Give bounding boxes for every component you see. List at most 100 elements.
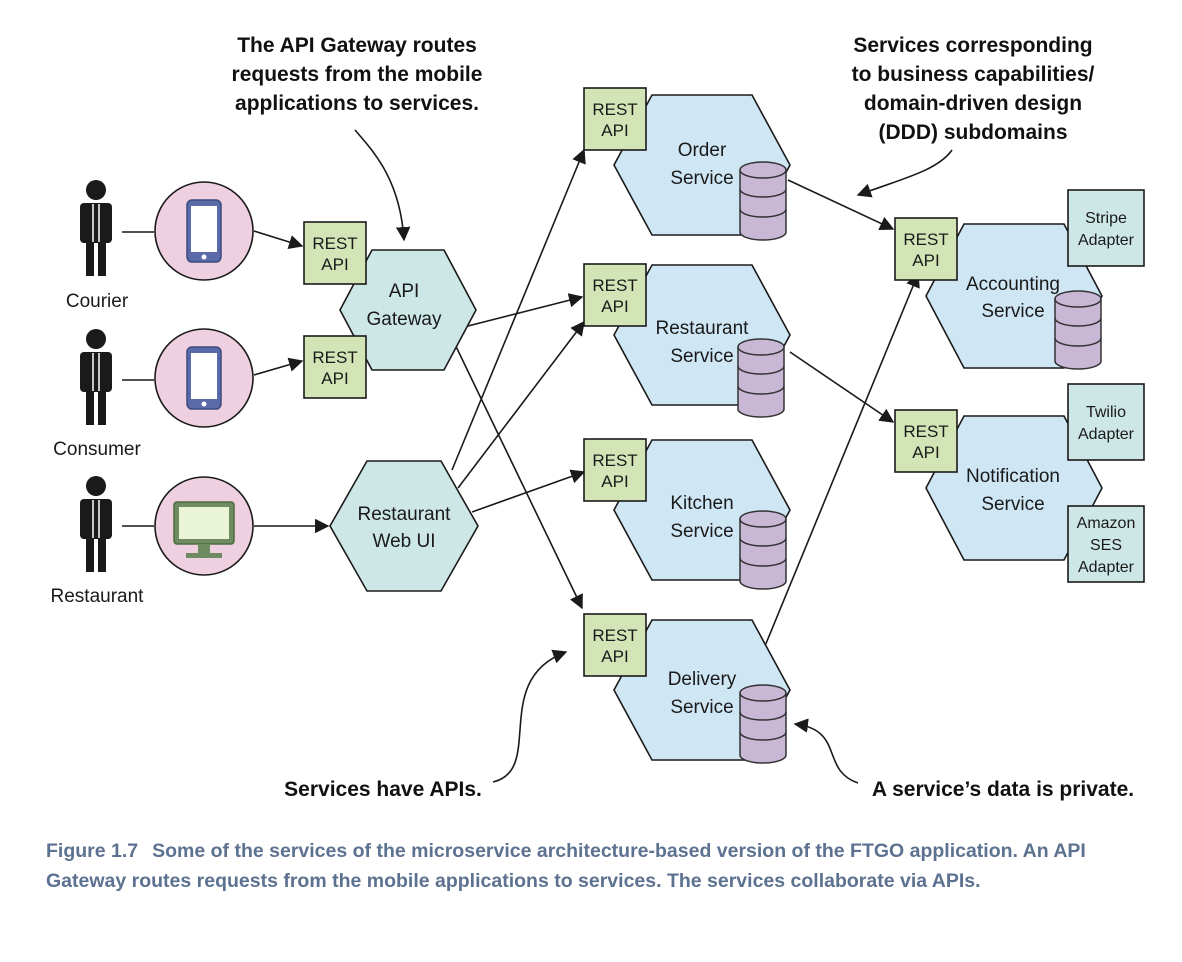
rest-api-box: REST API bbox=[894, 217, 958, 281]
svg-text:REST: REST bbox=[592, 451, 637, 470]
svg-text:REST: REST bbox=[312, 234, 357, 253]
webui-to-order-service-arrow bbox=[451, 148, 586, 471]
actor-label: Courier bbox=[66, 291, 129, 312]
twilio-adapter: Twilio Adapter bbox=[1067, 383, 1145, 461]
restaurant-web-ui: Restaurant Web UI bbox=[329, 460, 479, 592]
api-gateway: API Gateway REST API REST API bbox=[303, 221, 477, 399]
database-icon bbox=[739, 684, 787, 764]
connector-lines bbox=[122, 129, 953, 784]
svg-text:domain-driven design: domain-driven design bbox=[864, 92, 1082, 115]
ddd-annotation: Services corresponding to business capab… bbox=[852, 34, 1095, 144]
svg-text:Service: Service bbox=[670, 521, 733, 542]
svg-text:API: API bbox=[389, 281, 420, 302]
svg-text:REST: REST bbox=[592, 276, 637, 295]
svg-text:to business capabilities/: to business capabilities/ bbox=[852, 63, 1095, 86]
svg-text:Adapter: Adapter bbox=[1078, 426, 1135, 443]
svg-text:Adapter: Adapter bbox=[1078, 559, 1135, 576]
svg-text:Kitchen: Kitchen bbox=[670, 493, 733, 514]
svg-text:API: API bbox=[601, 297, 628, 316]
delivery-to-accounting-arrow bbox=[764, 272, 920, 647]
order-service: Order Service REST API bbox=[583, 87, 791, 241]
svg-text:REST: REST bbox=[903, 230, 948, 249]
rest-api-box: REST API bbox=[894, 409, 958, 473]
accounting-service: Accounting Service REST API Stripe Adapt… bbox=[894, 189, 1145, 370]
svg-text:REST: REST bbox=[592, 100, 637, 119]
order-to-accounting-arrow bbox=[787, 179, 895, 231]
svg-text:API: API bbox=[601, 647, 628, 666]
gateway-annotation-pointer bbox=[354, 129, 411, 242]
mobile-phone-icon bbox=[186, 199, 222, 263]
svg-text:Restaurant: Restaurant bbox=[656, 318, 750, 339]
restaurant-service: Restaurant Service REST API bbox=[583, 263, 791, 418]
ddd-annotation-pointer bbox=[856, 149, 953, 198]
rest-api-box: REST API bbox=[583, 87, 647, 151]
apis-annotation-pointer bbox=[492, 649, 568, 783]
gateway-annotation: The API Gateway routes requests from the… bbox=[232, 34, 483, 115]
database-icon bbox=[739, 510, 787, 590]
svg-text:Delivery: Delivery bbox=[668, 669, 737, 690]
actor-restaurant: Restaurant bbox=[51, 475, 254, 607]
notification-service: Notification Service REST API Twilio Ada… bbox=[894, 383, 1145, 583]
actor-label: Restaurant bbox=[51, 586, 145, 607]
database-icon bbox=[1054, 290, 1102, 370]
svg-text:Order: Order bbox=[678, 140, 727, 161]
svg-text:API: API bbox=[601, 121, 628, 140]
gateway-to-delivery-service-arrow bbox=[449, 333, 583, 610]
data-private-annotation-pointer bbox=[793, 718, 859, 784]
svg-text:Service: Service bbox=[670, 168, 733, 189]
svg-text:Service: Service bbox=[670, 697, 733, 718]
svg-text:API: API bbox=[912, 251, 939, 270]
svg-text:Accounting: Accounting bbox=[966, 274, 1060, 295]
svg-text:applications to services.: applications to services. bbox=[235, 92, 479, 115]
consumer-to-gateway-arrow bbox=[253, 357, 304, 376]
rest-api-box: REST API bbox=[303, 335, 367, 399]
svg-text:REST: REST bbox=[592, 626, 637, 645]
svg-text:API: API bbox=[601, 472, 628, 491]
mobile-phone-icon bbox=[186, 346, 222, 410]
svg-text:(DDD) subdomains: (DDD) subdomains bbox=[879, 121, 1068, 144]
person-icon bbox=[79, 475, 113, 573]
svg-text:API: API bbox=[321, 369, 348, 388]
svg-text:REST: REST bbox=[903, 422, 948, 441]
delivery-service: Delivery Service REST API bbox=[583, 613, 791, 764]
webui-to-kitchen-service-arrow bbox=[471, 469, 586, 513]
svg-text:Service: Service bbox=[981, 494, 1044, 515]
webui-to-restaurant-service-arrow bbox=[457, 320, 585, 489]
svg-text:REST: REST bbox=[312, 348, 357, 367]
svg-text:Service: Service bbox=[670, 346, 733, 367]
rest-api-box: REST API bbox=[583, 263, 647, 327]
rest-api-box: REST API bbox=[583, 613, 647, 677]
rest-api-box: REST API bbox=[303, 221, 367, 285]
data-private-annotation: A service’s data is private. bbox=[872, 778, 1134, 801]
person-icon bbox=[79, 179, 113, 277]
figure-number: Figure 1.7 bbox=[46, 840, 139, 862]
gateway-to-restaurant-service-arrow bbox=[459, 293, 584, 329]
rest-api-box: REST API bbox=[583, 438, 647, 502]
svg-text:SES: SES bbox=[1090, 537, 1122, 554]
actor-courier: Courier bbox=[66, 179, 254, 312]
figure-caption-text: Some of the services of the microservice… bbox=[46, 840, 1086, 892]
svg-text:Twilio: Twilio bbox=[1086, 404, 1126, 421]
stripe-adapter: Stripe Adapter bbox=[1067, 189, 1145, 267]
svg-text:Notification: Notification bbox=[966, 466, 1060, 487]
svg-text:Adapter: Adapter bbox=[1078, 232, 1135, 249]
svg-text:API: API bbox=[321, 255, 348, 274]
kitchen-service: Kitchen Service REST API bbox=[583, 438, 791, 590]
database-icon bbox=[739, 161, 787, 241]
services-have-apis-annotation: Services have APIs. bbox=[284, 778, 482, 801]
svg-text:Amazon: Amazon bbox=[1077, 515, 1136, 532]
svg-text:Service: Service bbox=[981, 301, 1044, 322]
person-icon bbox=[79, 328, 113, 426]
svg-text:Services corresponding: Services corresponding bbox=[853, 34, 1092, 57]
actor-consumer: Consumer bbox=[53, 328, 254, 460]
svg-text:Stripe: Stripe bbox=[1085, 210, 1127, 227]
svg-text:Restaurant: Restaurant bbox=[358, 504, 452, 525]
restaurant-to-notification-arrow bbox=[789, 351, 895, 423]
amazon-ses-adapter: Amazon SES Adapter bbox=[1067, 505, 1145, 583]
svg-text:The API Gateway routes: The API Gateway routes bbox=[237, 34, 477, 57]
svg-text:requests from the mobile: requests from the mobile bbox=[232, 63, 483, 86]
actor-label: Consumer bbox=[53, 439, 141, 460]
courier-to-gateway-arrow bbox=[253, 230, 304, 250]
database-icon bbox=[737, 338, 785, 418]
